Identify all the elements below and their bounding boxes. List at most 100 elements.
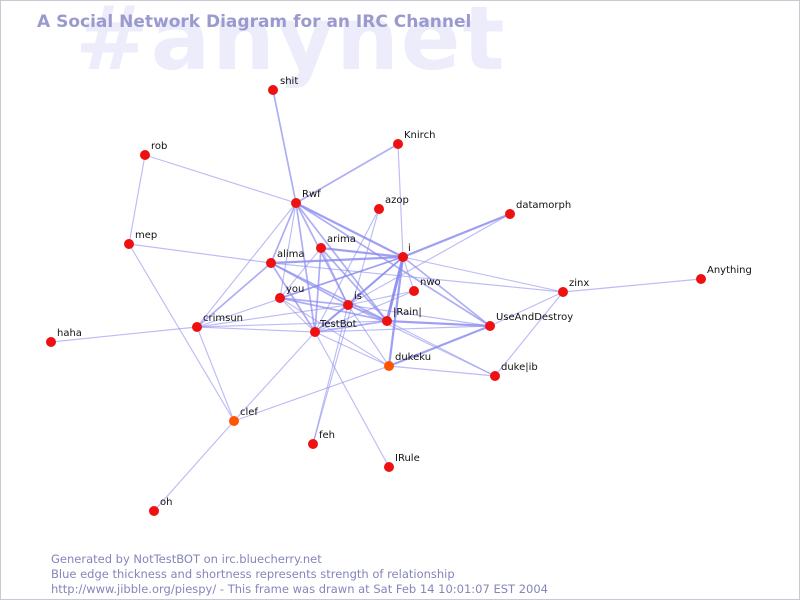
node-dot-shit: [268, 85, 278, 95]
edge-you-rain: [279, 297, 388, 322]
footer-source-and-timestamp: http://www.jibble.org/piespy/ - This fra…: [51, 582, 548, 596]
node-label-azop: azop: [385, 195, 409, 206]
edge-you-is: [279, 297, 349, 306]
node-oh: oh: [149, 497, 172, 516]
node-label-testbot: TestBot: [319, 319, 357, 330]
node-dot-arima: [316, 243, 326, 253]
edge-i-useanddestroy: [402, 256, 491, 327]
node-arima: arima: [316, 234, 356, 253]
node-dot-useanddestroy: [485, 321, 495, 331]
edge-alima-i: [270, 255, 404, 265]
edge-rwf-alima: [270, 202, 297, 264]
node-dot-rain: [382, 316, 392, 326]
node-label-dukejib: duke|ib: [501, 362, 538, 373]
node-clef: clef: [229, 407, 258, 426]
edge-haha-crimsun: [50, 326, 198, 343]
node-dot-i: [398, 252, 408, 262]
edge-rain-dukejib: [386, 320, 496, 377]
node-testbot: TestBot: [310, 319, 357, 337]
node-shit: shit: [268, 76, 298, 95]
node-label-knirch: Knirch: [404, 130, 435, 141]
node-dot-haha: [46, 337, 56, 347]
edge-rob-mep: [128, 154, 146, 245]
node-dot-oh: [149, 506, 159, 516]
node-rob: rob: [140, 141, 167, 160]
edge-arima-i: [320, 246, 404, 259]
node-dukeku: dukeku: [384, 352, 431, 371]
node-crimsun: crimsun: [192, 313, 243, 332]
edge-crimsun-clef: [196, 326, 235, 422]
node-dot-mep: [124, 239, 134, 249]
node-label-irule: IRule: [395, 453, 420, 464]
edge-is-dukeku: [347, 304, 390, 367]
node-dot-knirch: [393, 139, 403, 149]
node-label-rwf: Rwf: [302, 189, 321, 200]
edge-zinx-dukejib: [494, 291, 564, 377]
node-dot-you: [275, 293, 285, 303]
edge-zinx-anything: [562, 278, 702, 293]
node-label-is: is: [354, 291, 362, 302]
footer-generated-by: Generated by NotTestBOT on irc.bluecherr…: [51, 552, 322, 566]
node-label-oh: oh: [160, 497, 172, 508]
node-dot-alima: [266, 258, 276, 268]
edge-mep-clef: [128, 243, 235, 422]
edge-is-crimsun: [196, 304, 349, 328]
node-dot-is: [343, 300, 353, 310]
node-dot-crimsun: [192, 322, 202, 332]
node-dukejib: duke|ib: [490, 362, 538, 381]
edge-i-nwo: [402, 256, 415, 292]
node-useanddestroy: UseAndDestroy: [485, 312, 573, 331]
node-label-anything: Anything: [707, 265, 752, 276]
edge-rwf-crimsun: [196, 202, 297, 328]
node-zinx: zinx: [558, 278, 589, 297]
node-you: you: [275, 284, 304, 303]
node-label-mep: mep: [135, 230, 157, 241]
node-dot-rob: [140, 150, 150, 160]
node-dot-azop: [374, 204, 384, 214]
node-dot-zinx: [558, 287, 568, 297]
node-rwf: Rwf: [291, 189, 321, 208]
edge-i-crimsun: [196, 256, 404, 328]
node-i: i: [398, 243, 411, 262]
edge-rwf-i: [295, 201, 404, 259]
edge-alima-crimsun: [196, 262, 272, 328]
edge-rwf-rain: [295, 202, 388, 322]
footer: Generated by NotTestBOT on irc.bluecherr…: [51, 552, 548, 597]
edge-testbot-irule: [314, 331, 390, 468]
edge-dukeku-clef: [233, 365, 390, 422]
edge-mep-alima: [128, 243, 272, 264]
node-dot-datamorph: [505, 209, 515, 219]
edge-rob-rwf: [144, 154, 297, 204]
node-dot-testbot: [310, 327, 320, 337]
node-label-haha: haha: [57, 328, 82, 339]
node-label-feh: feh: [319, 430, 335, 441]
node-dot-feh: [308, 439, 318, 449]
edge-i-dukeku: [387, 256, 405, 367]
node-feh: feh: [308, 430, 335, 449]
node-is: is: [343, 291, 362, 310]
node-label-i: i: [408, 243, 411, 254]
edge-nwo-is: [347, 290, 415, 306]
node-datamorph: datamorph: [505, 200, 571, 219]
edge-you-testbot: [279, 297, 316, 333]
node-mep: mep: [124, 230, 157, 249]
edge-rain-useanddestroy: [386, 319, 491, 328]
node-irule: IRule: [384, 453, 420, 472]
edge-you-dukeku: [279, 297, 390, 367]
edge-useanddestroy-dukeku: [388, 324, 491, 368]
edge-testbot-clef: [233, 331, 316, 422]
node-haha: haha: [46, 328, 82, 347]
edge-testbot-useanddestroy: [314, 325, 491, 333]
node-label-datamorph: datamorph: [516, 200, 571, 211]
node-label-zinx: zinx: [569, 278, 589, 289]
edge-knirch-rwf: [295, 143, 399, 204]
node-label-rob: rob: [151, 141, 167, 152]
node-label-dukeku: dukeku: [395, 352, 431, 363]
node-label-rain: |Rain|: [393, 307, 422, 318]
node-dot-anything: [696, 274, 706, 284]
edge-testbot-rain: [314, 320, 388, 333]
edge-i-zinx: [402, 256, 564, 293]
edge-clef-oh: [153, 420, 235, 512]
node-label-nwo: nwo: [420, 277, 441, 288]
